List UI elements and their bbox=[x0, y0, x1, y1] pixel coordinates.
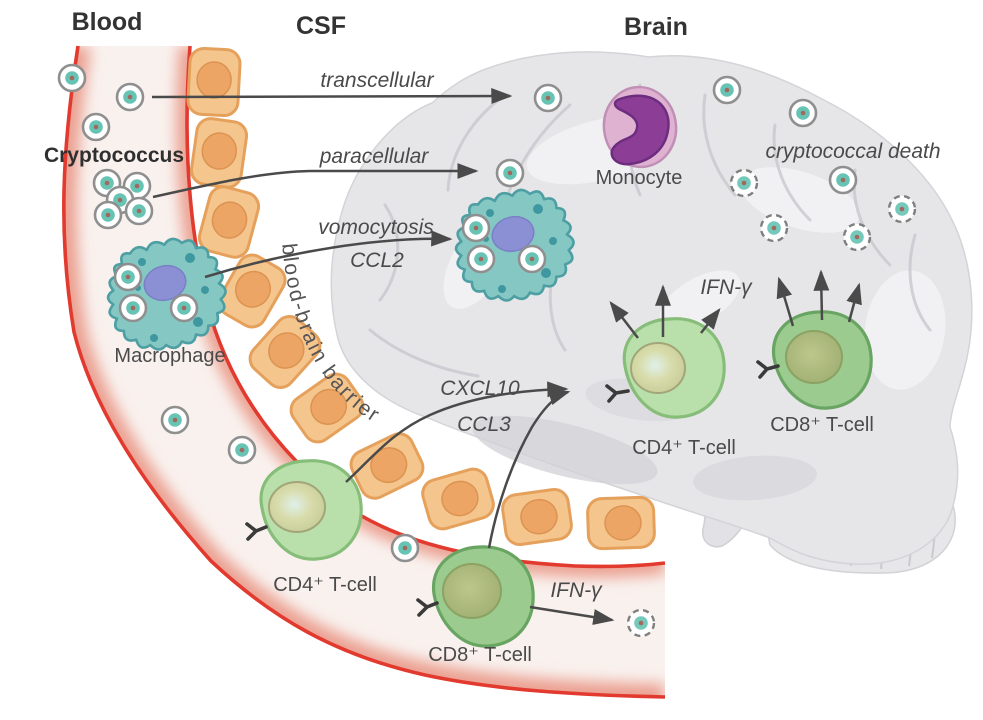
cryptococcus-engulfed bbox=[118, 293, 148, 323]
cryptococcus-dead-cell bbox=[887, 194, 917, 224]
ifn-arrow-cd8-up bbox=[813, 269, 830, 321]
cd4-blood-label: CD4⁺ T-cell bbox=[273, 574, 377, 596]
cd8-nucleus bbox=[442, 563, 502, 619]
tcr-receptor-icon bbox=[605, 384, 630, 403]
ifn-arrow-cd8-left bbox=[776, 276, 795, 327]
vomocytosis-label: vomocytosis bbox=[318, 216, 434, 239]
cryptococcus-cell bbox=[93, 200, 123, 230]
cryptococcus-dead-cell bbox=[759, 213, 789, 243]
cryptococcus-cell bbox=[57, 63, 87, 93]
macrophage-granules bbox=[120, 253, 209, 342]
cd4-tcell-brain bbox=[605, 317, 726, 419]
cryptococcus-label: Cryptococcus bbox=[44, 144, 184, 167]
cryptococcus-cell bbox=[828, 165, 858, 195]
vomocytosis-arrow bbox=[204, 230, 453, 279]
ccl2-label: CCL2 bbox=[350, 249, 404, 272]
cd4-tcell-blood bbox=[245, 459, 363, 561]
cryptococcal-death-label: cryptococcal death bbox=[765, 140, 940, 163]
cryptococcus-cell bbox=[390, 533, 420, 563]
transcellular-arrow bbox=[151, 88, 513, 105]
tcr-receptor-icon bbox=[245, 522, 268, 541]
ifn-gamma-kill-arrow bbox=[529, 605, 615, 625]
cryptococcus-cell bbox=[124, 196, 154, 226]
macrophage-nucleus bbox=[143, 264, 187, 302]
ccl3-arrow bbox=[487, 389, 571, 549]
tcr-receptor-icon bbox=[416, 598, 439, 617]
ifn-gamma-blood-label: IFN-γ bbox=[550, 579, 603, 602]
cxcl10-label: CXCL10 bbox=[440, 377, 520, 400]
header-csf: CSF bbox=[296, 12, 346, 40]
ifn-arrow-cd4-right bbox=[700, 308, 721, 334]
cryptococcus-cell bbox=[712, 75, 742, 105]
endothelial-cells bbox=[186, 46, 656, 551]
cryptococcus-dead-cell bbox=[729, 168, 759, 198]
cryptococcus-cell bbox=[115, 82, 145, 112]
vessel-lumen bbox=[63, 46, 666, 697]
cd8-tcell-blood bbox=[416, 545, 535, 648]
cd4-nucleus bbox=[268, 481, 326, 533]
cd8-tcell-brain bbox=[756, 310, 873, 410]
cryptococcus-cell bbox=[788, 98, 818, 128]
ifn-arrow-cd4-left bbox=[609, 301, 639, 339]
tcr-receptor-icon bbox=[756, 360, 780, 379]
paracellular-arrow bbox=[152, 162, 479, 199]
cryptococcus-dead-cell bbox=[842, 222, 872, 252]
cryptococcus-engulfed bbox=[169, 293, 199, 323]
cd8-blood-label: CD8⁺ T-cell bbox=[428, 644, 532, 666]
ifn-gamma-brain-label: IFN-γ bbox=[700, 276, 753, 299]
cd4-brain-label: CD4⁺ T-cell bbox=[632, 437, 736, 459]
ifn-arrow-cd8-right bbox=[846, 282, 862, 323]
macrophage-cell-brain bbox=[456, 190, 574, 300]
arrows bbox=[151, 88, 862, 625]
cryptococcus-engulfed bbox=[113, 262, 143, 292]
macrophage-cell-blood bbox=[106, 237, 227, 351]
macrophage-label: Macrophage bbox=[114, 345, 225, 367]
header-brain: Brain bbox=[624, 13, 688, 41]
monocyte-label: Monocyte bbox=[596, 167, 683, 189]
cryptococcus-cell bbox=[227, 435, 257, 465]
brain bbox=[330, 51, 973, 574]
cryptococcus-cell bbox=[495, 158, 525, 188]
monocyte-cell bbox=[602, 85, 678, 169]
cd8-nucleus bbox=[785, 330, 843, 384]
ccl3-label: CCL3 bbox=[457, 413, 511, 436]
cryptococcus-cell bbox=[160, 405, 190, 435]
cd8-brain-label: CD8⁺ T-cell bbox=[770, 414, 874, 436]
cryptococcus-cell bbox=[533, 83, 563, 113]
cd4-nucleus bbox=[630, 342, 686, 394]
header-blood: Blood bbox=[72, 8, 143, 36]
cryptococcus-cell bbox=[81, 112, 111, 142]
vessel-wall-outer bbox=[62, 45, 666, 699]
transcellular-label: transcellular bbox=[320, 69, 434, 92]
monocyte-nucleus bbox=[610, 94, 670, 166]
cxcl10-arrow bbox=[345, 381, 569, 483]
paracellular-label: paracellular bbox=[319, 145, 430, 168]
cryptococcus-dead-cell bbox=[626, 608, 656, 638]
